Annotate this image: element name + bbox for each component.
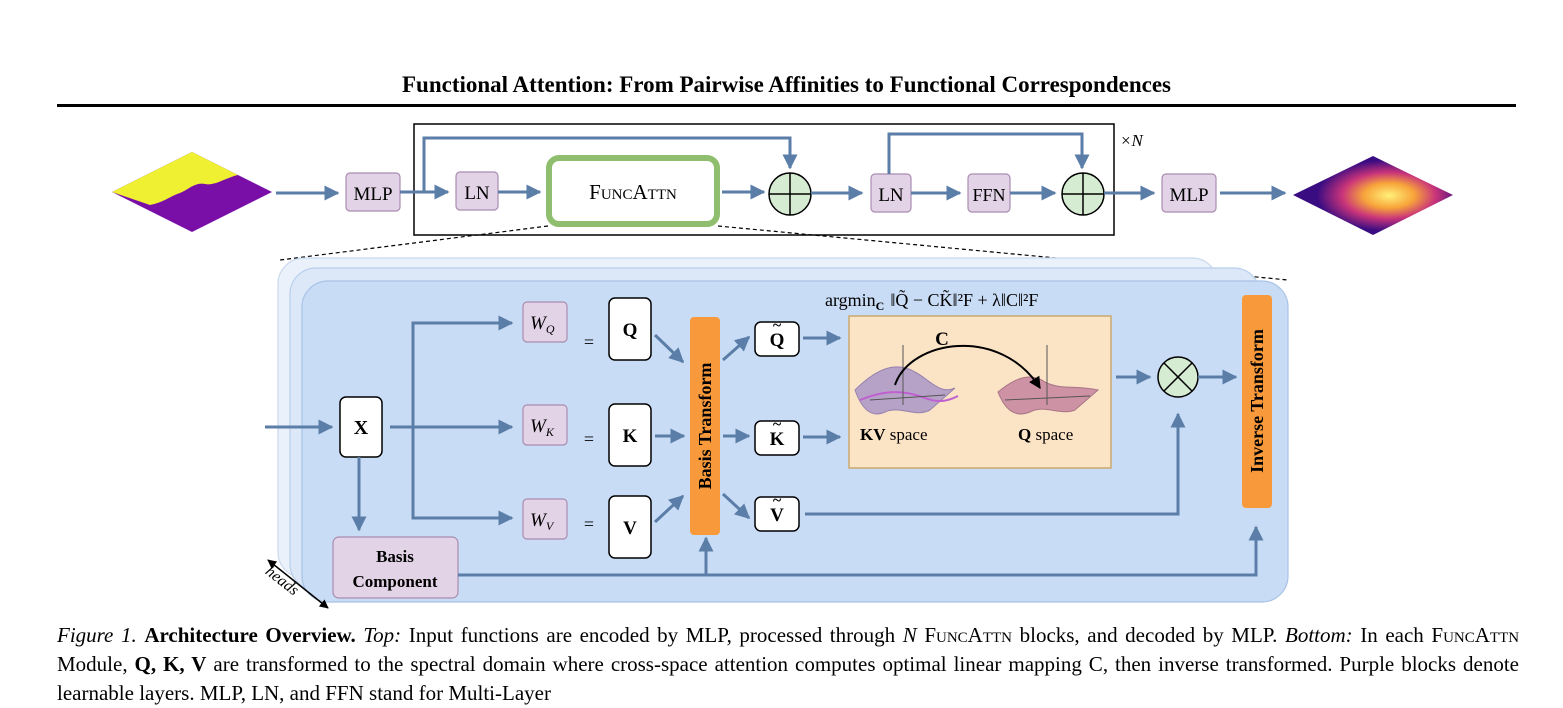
architecture-diagram: MLP ×N LN FuncAttn LN FFN MLP [112,123,1453,609]
zoom-line-left [279,225,549,261]
add-node-2 [1061,172,1105,216]
mlp-output-block: MLP [1161,173,1217,213]
input-function-map [112,152,272,232]
q-block: Q [608,297,652,361]
svg-text:WQ: WQ [530,313,555,336]
k-tilde-block: K ~ [754,416,800,456]
branch-to-wv [411,427,514,526]
skip-connection-2 [887,132,1090,174]
ln-block-1: LN [455,171,499,211]
heads-arrow [267,559,329,609]
v-tilde-path [805,412,1186,516]
basis-to-inverse [458,525,1264,577]
svg-text:FuncAttn: FuncAttn [589,180,677,204]
svg-text:Basis Transform: Basis Transform [695,363,715,490]
svg-text:X: X [354,417,369,439]
arrow [721,492,751,520]
v-tilde-block: V ~ [754,492,800,532]
funcattn-block: FuncAttn [546,155,720,227]
page-header-title: Functional Attention: From Pairwise Affi… [402,72,1171,97]
svg-text:K: K [623,426,638,447]
q-space-label: Q space [1018,425,1073,444]
wv-block: WV [522,498,568,540]
q-tilde-block: Q ~ [754,317,800,357]
add-node-1 [768,172,812,216]
functional-mapping-box: C KV space Q space [848,315,1112,469]
svg-text:Inverse Transform: Inverse Transform [1247,329,1267,473]
skip-connection-1 [422,136,798,192]
svg-text:Q: Q [770,330,785,351]
svg-text:~: ~ [773,317,782,334]
k-block: K [608,403,652,467]
svg-text:LN: LN [464,183,490,204]
v-block: V [608,495,652,559]
arrow [653,333,685,364]
output-function-map [1293,156,1453,235]
wk-block: WK [522,404,568,446]
ln-block-2: LN [870,173,912,213]
x-block: X [339,396,383,458]
repeat-label: ×N [1120,131,1144,150]
equals-sign: = [584,332,594,352]
ffn-block: FFN [967,173,1011,213]
svg-text:~: ~ [773,492,782,509]
svg-text:V: V [770,505,784,526]
header-rule [57,104,1516,107]
objective-formula: argminC‖Q̃ − CK̃‖²F + λ‖C‖²F [825,288,1038,313]
svg-text:Component: Component [352,572,437,591]
svg-text:FFN: FFN [972,185,1005,205]
svg-text:MLP: MLP [1169,185,1208,206]
inverse-transform-bar: Inverse Transform [1242,295,1272,508]
mlp-input-block: MLP [345,172,401,212]
c-label: C [935,329,949,350]
wq-block: WQ [522,301,568,343]
basis-component-block: Basis Component [332,536,459,599]
figure-caption: Figure 1. Architecture Overview. Top: In… [57,623,1520,705]
svg-text:V: V [623,518,637,539]
kv-space-label: KV space [860,425,928,444]
basis-transform-bar: Basis Transform [690,317,720,535]
svg-text:MLP: MLP [353,184,392,205]
svg-text:~: ~ [773,416,782,433]
svg-text:Basis: Basis [376,547,414,566]
repeat-block-frame [413,123,1115,236]
svg-text:WK: WK [530,416,555,439]
svg-text:WV: WV [530,510,555,533]
arrow [722,335,751,362]
svg-text:Q: Q [623,320,638,341]
arrow [653,494,685,524]
svg-text:LN: LN [878,185,904,206]
equals-sign: = [584,514,594,534]
multiply-node [1157,356,1199,398]
svg-text:K: K [770,429,785,450]
equals-sign: = [584,429,594,449]
